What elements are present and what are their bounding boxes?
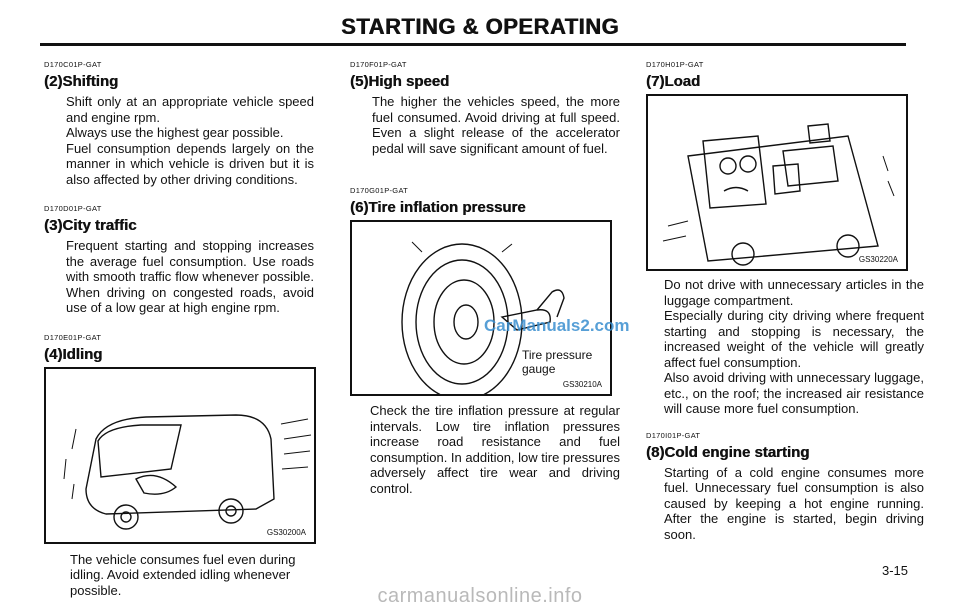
section-code: D170F01P-GAT — [350, 60, 407, 69]
section-code: D170H01P-GAT — [646, 60, 704, 69]
tire-gauge-illustration — [401, 241, 565, 394]
section-title-cold-engine: (8)Cold engine starting — [646, 443, 810, 461]
page-header: STARTING & OPERATING — [340, 14, 620, 39]
column-1: D170C01P-GAT (2)Shifting Shift only at a… — [44, 60, 316, 598]
overloaded-van-illustration — [662, 123, 895, 266]
paragraph: Check the tire inflation pressure at reg… — [370, 403, 621, 496]
section-code: D170E01P-GAT — [44, 332, 102, 342]
section-body-cold-engine: Starting of a cold engine consumes more … — [664, 465, 924, 543]
figure-label: GS30220A — [858, 255, 898, 264]
column-2: D170F01P-GAT (5)High speed The higher th… — [350, 60, 630, 496]
figure-label: GS30210A — [562, 380, 602, 389]
page-number: 3-15 — [881, 563, 908, 578]
paragraph: Frequent starting and stopping increases… — [66, 238, 314, 315]
section-title-city-traffic: (3)City traffic — [44, 217, 137, 234]
section-body-load: Do not drive with unnecessary articles i… — [664, 277, 924, 417]
section-body-tire-pressure: Check the tire inflation pressure at reg… — [370, 403, 620, 496]
section-body-shifting: Shift only at an appropriate vehicle spe… — [66, 94, 314, 187]
paragraph: Starting of a cold engine consumes more … — [664, 464, 924, 542]
section-title-tire-pressure: (6)Tire inflation pressure — [350, 199, 526, 216]
watermark: CarManuals2.com — [484, 316, 630, 335]
section-body-high-speed: The higher the vehicles speed, the more … — [372, 94, 620, 156]
load-figure: GS30220A — [646, 94, 908, 271]
column-3: D170H01P-GAT (7)Load GS30220A Do not dri… — [646, 60, 924, 542]
paragraph: Do not drive with unnecessary articles i… — [664, 277, 924, 308]
section-code: D170D01P-GAT — [44, 204, 102, 213]
paragraph: Shift only at an appropriate vehicle spe… — [66, 94, 314, 125]
paragraph: Fuel consumption depends largely on the … — [66, 140, 314, 187]
section-title-idling: (4)Idling — [44, 345, 103, 363]
section-code: D170I01P-GAT — [646, 430, 701, 440]
van-idling-illustration — [63, 413, 312, 530]
header-rule — [40, 43, 906, 46]
section-title-shifting: (2)Shifting — [44, 73, 119, 90]
paragraph: Especially during city driving where fre… — [664, 308, 924, 370]
idling-figure: GS30200A — [44, 366, 316, 544]
callout-label: Tire pressure gauge — [522, 348, 593, 376]
section-body-idling: The vehicle consumes fuel even during id… — [70, 552, 318, 599]
figure-label: GS30200A — [266, 527, 306, 537]
tire-figure: CarManuals2.com Tire pressure gauge GS30… — [350, 220, 630, 396]
footer-watermark: carmanualsonline.info — [377, 585, 583, 607]
section-body-city-traffic: Frequent starting and stopping increases… — [66, 238, 314, 316]
section-title-load: (7)Load — [646, 73, 701, 90]
paragraph: Also avoid driving with unnecessary lugg… — [664, 370, 924, 416]
paragraph: The vehicle consumes fuel even during id… — [70, 551, 296, 598]
section-code: D170G01P-GAT — [350, 186, 409, 195]
paragraph: The higher the vehicles speed, the more … — [372, 94, 620, 156]
paragraph: Always use the highest gear possible. — [66, 125, 284, 140]
section-title-high-speed: (5)High speed — [350, 73, 450, 90]
section-code: D170C01P-GAT — [44, 60, 102, 69]
